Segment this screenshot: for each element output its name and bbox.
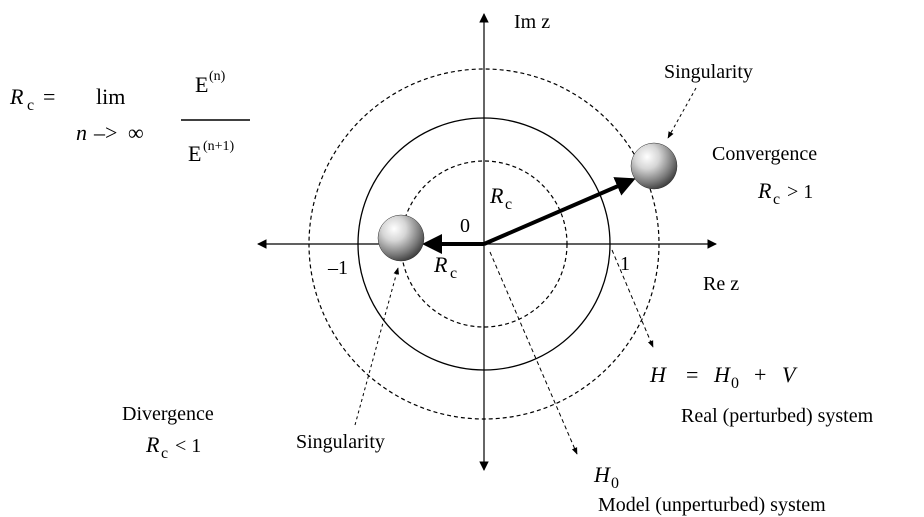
formula-denominator-sup: (n+1) <box>203 139 235 154</box>
singularity-sphere-right <box>630 142 678 190</box>
tick-label-pos-one: 1 <box>620 253 630 275</box>
formula-lim-target: ∞ <box>128 120 144 145</box>
convergence-title: Convergence <box>712 143 817 165</box>
real-system-H: H <box>649 362 667 387</box>
singularity-label-left: Singularity <box>296 431 385 453</box>
singularity-label-right: Singularity <box>664 61 753 83</box>
im-axis-label: Im z <box>514 11 550 33</box>
radius-label-upper-symbol: R <box>489 183 504 208</box>
singularity-pointer-right <box>667 87 697 139</box>
radius-label-upper-sub: c <box>505 196 512 213</box>
model-system-description: Model (unperturbed) system <box>598 494 826 516</box>
formula-equals: = <box>43 84 55 109</box>
model-system-pointer <box>489 251 578 455</box>
real-system-eq: = <box>686 362 698 387</box>
tick-label-neg-one: –1 <box>327 257 348 279</box>
formula-lhs-symbol: R <box>9 84 24 109</box>
real-system-description: Real (perturbed) system <box>681 405 874 427</box>
divergence-title: Divergence <box>122 403 214 425</box>
formula-denominator-base: E <box>188 141 201 166</box>
radius-formula: R c = lim n –> ∞ E (n) E (n+1) <box>9 69 250 166</box>
real-system-V: V <box>782 362 798 387</box>
radius-label-lower-sub: c <box>450 265 457 282</box>
radius-arrow-right <box>483 177 636 246</box>
formula-numerator-sup: (n) <box>209 69 226 84</box>
model-system-H0: H <box>593 462 611 487</box>
real-system-H0: H <box>713 362 731 387</box>
singularity-sphere-left <box>377 214 425 262</box>
real-system-plus: + <box>754 362 766 387</box>
singularity-pointer-left <box>354 267 400 426</box>
convergence-cond-sub: c <box>773 191 780 208</box>
origin-label: 0 <box>460 215 470 237</box>
convergence-cond-relation: > 1 <box>782 181 813 203</box>
formula-lhs-subscript: c <box>27 97 34 114</box>
formula-numerator-base: E <box>195 72 208 97</box>
divergence-cond-relation: < 1 <box>170 435 201 457</box>
real-system-H0-sub: 0 <box>731 375 739 392</box>
re-axis-label: Re z <box>703 273 739 295</box>
convergence-cond-symbol: R <box>757 178 772 203</box>
divergence-cond-sub: c <box>161 445 168 462</box>
radius-label-lower-symbol: R <box>433 252 448 277</box>
divergence-cond-symbol: R <box>145 432 160 457</box>
formula-lim: lim <box>96 84 125 109</box>
formula-lim-arrow: –> <box>93 120 117 145</box>
real-system-pointer <box>611 249 654 348</box>
formula-lim-var: n <box>76 120 87 145</box>
model-system-H0-sub: 0 <box>611 475 619 492</box>
